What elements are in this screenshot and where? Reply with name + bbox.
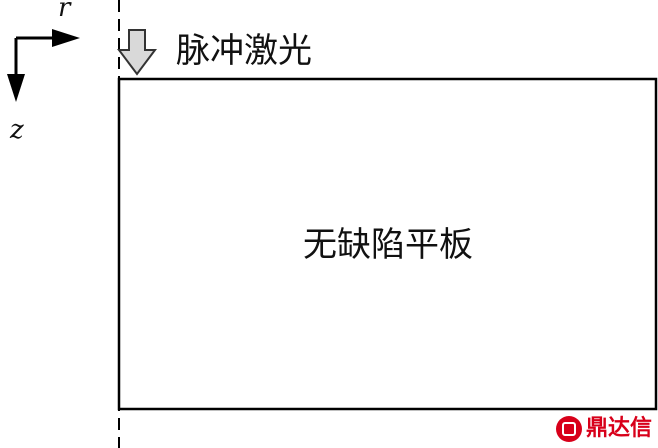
coordinate-axes: r z xyxy=(7,0,80,145)
laser-label: 脉冲激光 xyxy=(176,31,312,71)
laser-arrow-icon xyxy=(117,29,157,76)
z-axis-arrowhead xyxy=(7,74,25,102)
z-axis-label: z xyxy=(9,115,24,145)
r-axis-label: r xyxy=(58,0,72,23)
r-axis-arrowhead xyxy=(52,29,80,47)
watermark-text: 鼎达信 xyxy=(585,416,652,441)
watermark-logo-icon xyxy=(555,416,582,442)
plate-label: 无缺陷平板 xyxy=(303,225,473,265)
watermark: 鼎达信 xyxy=(555,416,652,442)
plate-rectangle xyxy=(117,77,658,411)
